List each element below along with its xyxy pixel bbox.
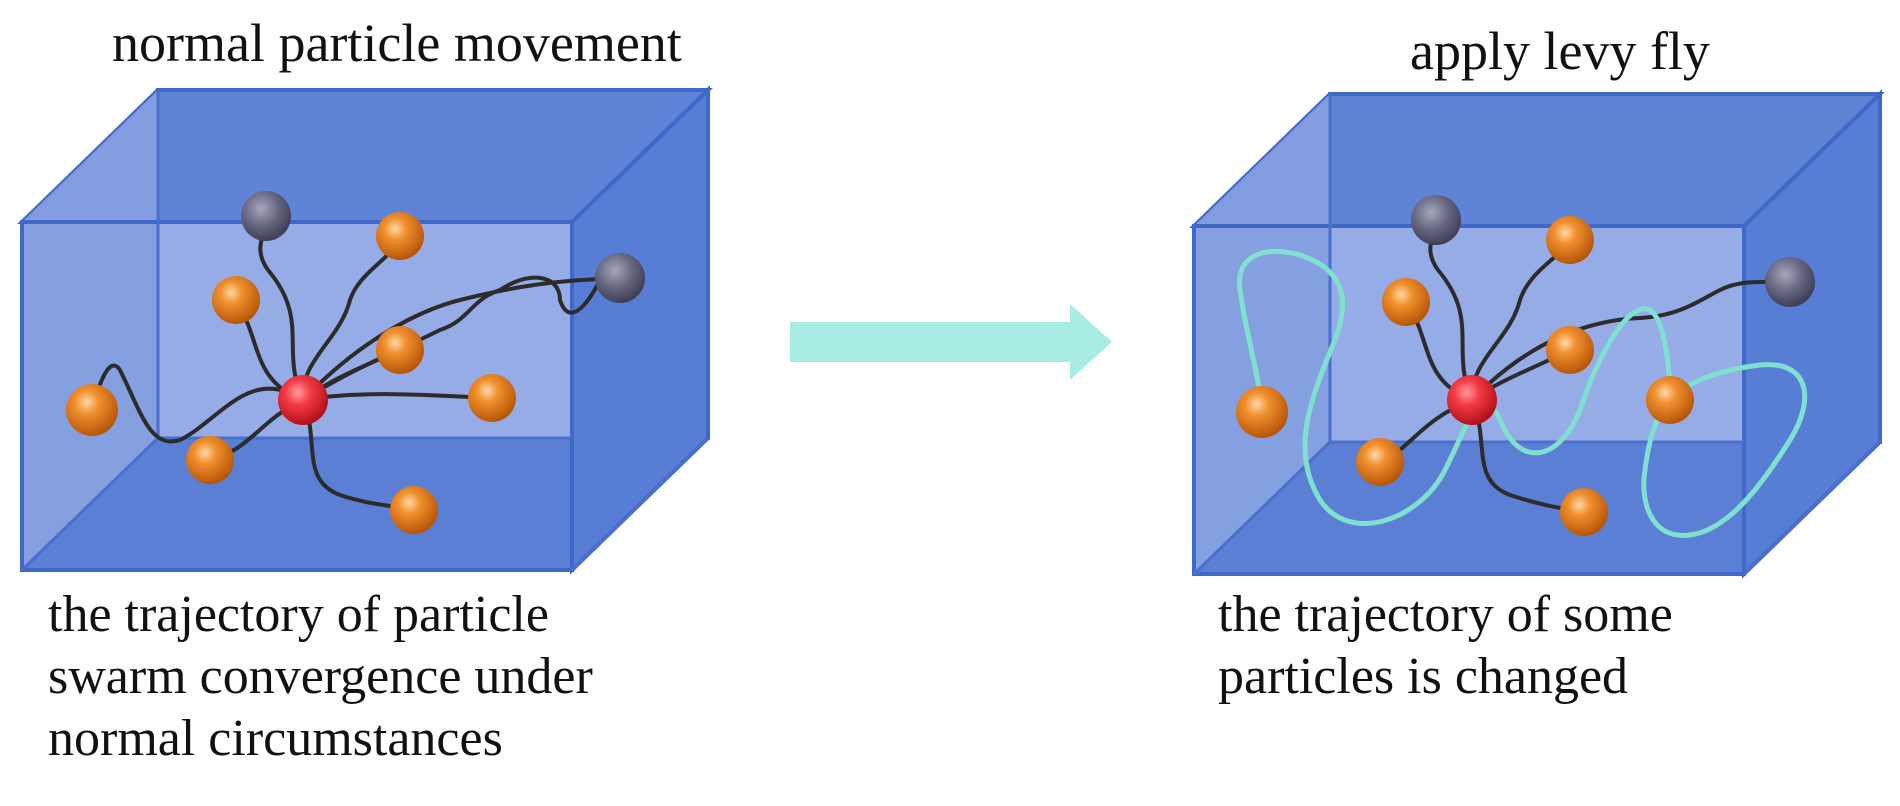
right-box-floor [1194, 442, 1744, 574]
orange-particle [1546, 326, 1594, 374]
orange-particle [376, 326, 424, 374]
right-box-left-wall [1194, 94, 1330, 574]
right-box-edge-floor-right [1742, 440, 1882, 576]
orange-particle [468, 374, 516, 422]
right-box-front-frame [1192, 224, 1746, 576]
left-trajectory [90, 363, 305, 444]
right-arrow-icon [790, 304, 1112, 380]
right-panel-caption: the trajectory of some particles is chan… [1218, 584, 1673, 708]
grey-particle [241, 191, 291, 241]
orange-particle [1382, 278, 1430, 326]
caption-line: the trajectory of particle [48, 586, 549, 643]
grey-particle [595, 253, 645, 303]
grey-particle [1411, 195, 1461, 245]
center-particle [1447, 375, 1497, 425]
levy-flight-paths [1236, 248, 1808, 538]
left-panel-caption: the trajectory of particle swarm converg… [48, 584, 593, 770]
orange-particle [1356, 438, 1404, 486]
left-box-floor [22, 438, 572, 570]
orange-particle [1646, 376, 1694, 424]
left-box-edge-floor-right [570, 436, 710, 572]
orange-particle [1560, 488, 1608, 536]
grey-particle [1765, 257, 1815, 307]
orange-particle [376, 212, 424, 260]
caption-line: swarm convergence under [48, 648, 593, 705]
left-box-front-frame [20, 220, 574, 572]
caption-line: particles is changed [1218, 648, 1629, 705]
orange-particle [66, 384, 118, 436]
right-trajectory [1470, 279, 1792, 402]
center-particle [278, 375, 328, 425]
orange-particle [1236, 386, 1288, 438]
levy-path [1236, 248, 1673, 526]
left-trajectory [301, 398, 416, 512]
orange-particle [186, 436, 234, 484]
caption-line: normal circumstances [48, 710, 503, 767]
right-trajectory [1470, 398, 1586, 514]
orange-particle [390, 486, 438, 534]
left-box-left-wall [22, 90, 158, 570]
orange-particle [1546, 216, 1594, 264]
right-panel-title: apply levy fly [1410, 21, 1710, 81]
levy-path [1641, 362, 1808, 538]
transition-arrow [790, 304, 1112, 380]
right-particles [1236, 195, 1815, 536]
left-box [17, 85, 713, 575]
left-trajectory [301, 276, 624, 402]
orange-particle [212, 276, 260, 324]
left-particles [66, 191, 645, 534]
left-panel-title: normal particle movement [112, 13, 682, 73]
left-box-edge-floor-left [20, 436, 160, 572]
caption-line: the trajectory of some [1218, 586, 1673, 643]
